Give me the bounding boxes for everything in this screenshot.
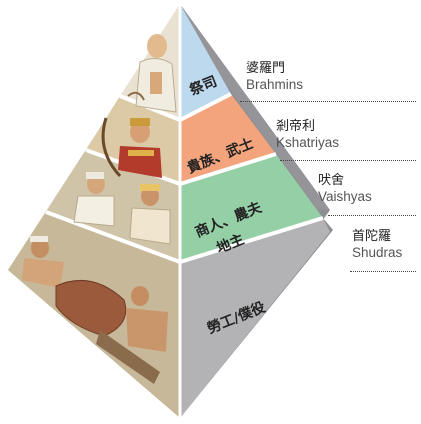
caste-label-vaishyas: 吠舍 Vaishyas: [318, 173, 372, 204]
caste-label-shudras: 首陀羅 Shudras: [352, 229, 403, 260]
caste-label-brahmins-zh: 婆羅門: [246, 61, 286, 76]
pyramid-front-face: [178, 4, 333, 418]
caste-label-kshatriyas-zh: 剎帝利: [276, 119, 316, 134]
caste-label-vaishyas-en: Vaishyas: [318, 188, 372, 204]
shudra-figures-illustration: [22, 236, 168, 384]
caste-label-kshatriyas: 剎帝利 Kshatriyas: [276, 119, 340, 150]
divider-shudras: [350, 271, 416, 272]
caste-label-brahmins-en: Brahmins: [246, 76, 304, 92]
kshatriya-figure-illustration: [101, 117, 162, 178]
caste-label-brahmins: 婆羅門 Brahmins: [246, 61, 304, 92]
left-illustrated-face: [8, 4, 181, 418]
divider-kshatriyas: [280, 160, 416, 161]
divider-brahmins: [240, 101, 416, 102]
caste-label-shudras-en: Shudras: [352, 244, 403, 260]
divider-vaishyas: [328, 215, 416, 216]
vaishya-figures-illustration: [73, 172, 171, 245]
tier-vaishya-face: [180, 154, 323, 262]
caste-label-kshatriyas-en: Kshatriyas: [276, 134, 340, 150]
tier-shudra-face-front: [180, 218, 330, 418]
caste-label-shudras-zh: 首陀羅: [352, 229, 392, 244]
tier-brahmin-face: [180, 4, 231, 120]
brahmin-figure-illustration: [127, 34, 177, 113]
caste-label-vaishyas-zh: 吠舍: [318, 173, 345, 188]
